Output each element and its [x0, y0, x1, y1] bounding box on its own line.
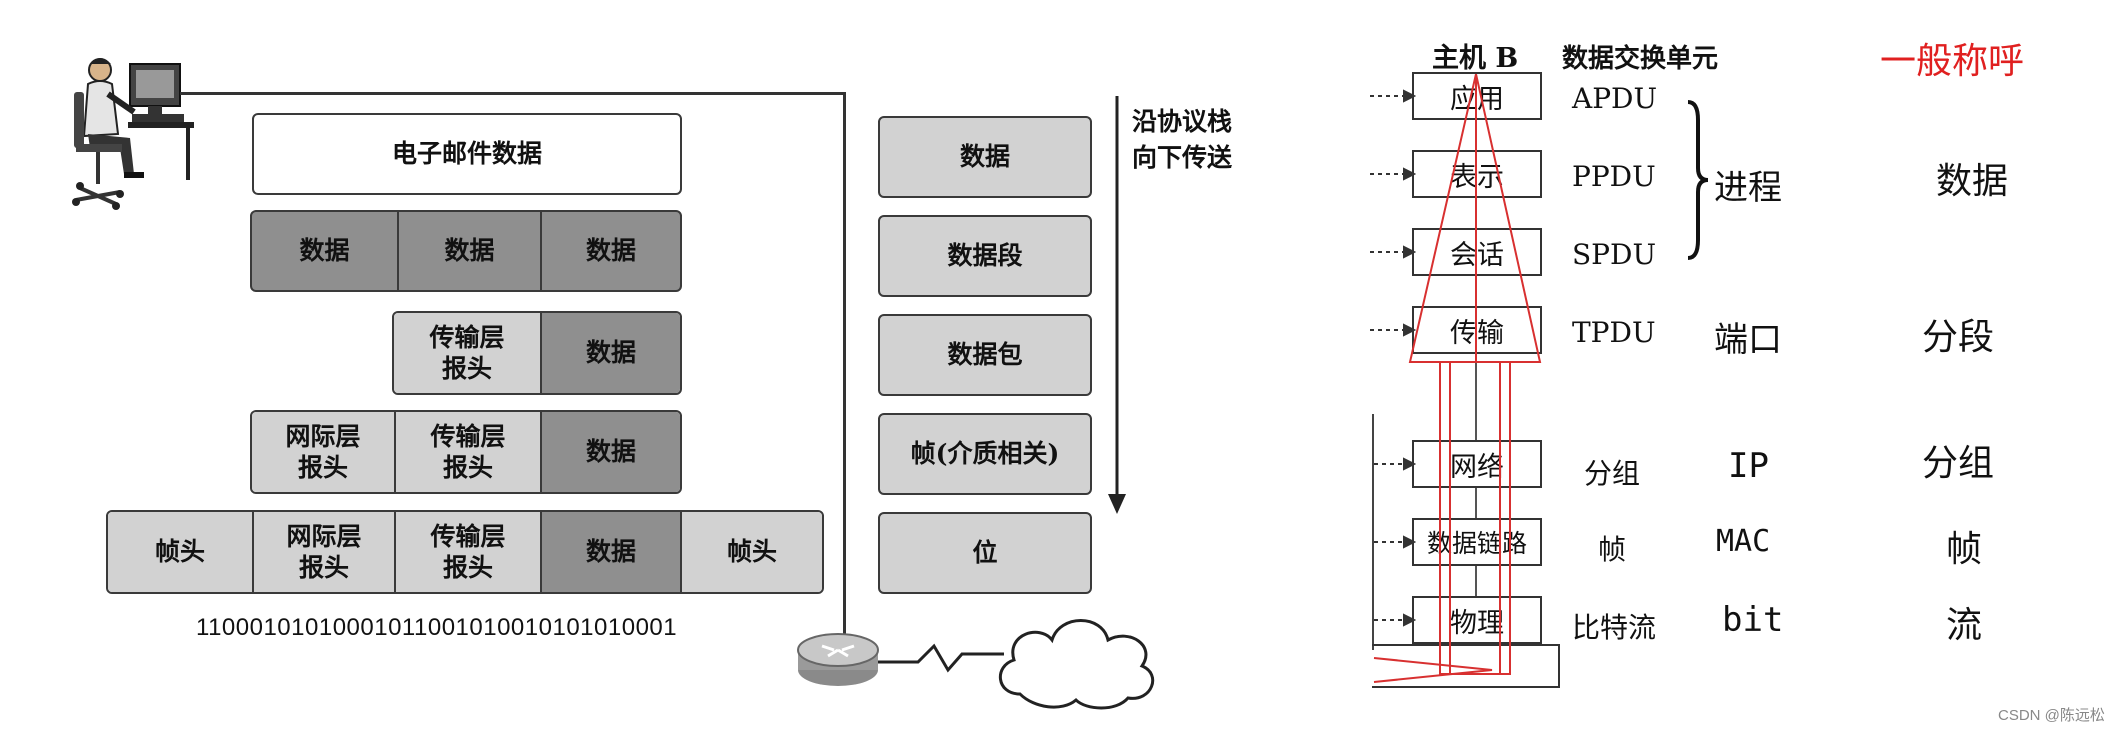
encapsulation-cone — [1373, 74, 1542, 683]
data-segment: 数据 — [397, 212, 540, 290]
unit-frame: 帧 — [1598, 533, 1627, 566]
unit-packet: 分组 — [1584, 457, 1641, 490]
common-packet: 分组 — [1922, 443, 1995, 484]
pdu-frame: 帧(介质相关) — [878, 413, 1092, 495]
unit-ppdu: PPDU — [1572, 160, 1656, 193]
unit-header: 数据交换单元 — [1562, 44, 1719, 74]
left-border-line — [1372, 414, 1374, 650]
arrow-label-line1: 沿协议栈 — [1132, 107, 1233, 136]
pdu-segment: 数据段 — [878, 215, 1092, 297]
network-cable-vertical — [843, 92, 846, 652]
frame-header: 帧头 — [108, 512, 252, 592]
data-split-row: 数据 数据 数据 — [250, 210, 682, 292]
data-payload: 数据 — [540, 512, 680, 592]
data-payload: 数据 — [540, 313, 680, 393]
common-name-header: 一般称呼 — [1880, 41, 2025, 82]
data-segment: 数据 — [299, 236, 350, 266]
packet-row: 网际层 报头 传输层 报头 数据 — [250, 410, 682, 494]
transport-header: 传输层 报头 — [394, 313, 540, 393]
network-header: 网际层 报头 — [252, 512, 394, 592]
arrow-label-line2: 向下传送 — [1132, 143, 1233, 172]
term-bit: bit — [1722, 600, 1784, 640]
common-segment: 分段 — [1922, 317, 1995, 358]
bracket-icon — [1687, 100, 1709, 260]
unit-spdu: SPDU — [1572, 238, 1657, 271]
unit-tpdu: TPDU — [1572, 316, 1656, 349]
transport-header: 传输层 报头 — [394, 512, 540, 592]
layer-network: 网络 — [1412, 440, 1542, 488]
unit-bitstream: 比特流 — [1572, 611, 1657, 644]
email-data-box: 电子邮件数据 — [252, 113, 682, 195]
cloud-icon — [998, 619, 1155, 710]
pdu-packet: 数据包 — [878, 314, 1092, 396]
router-icon — [797, 633, 879, 686]
data-segment: 数据 — [540, 212, 680, 290]
segment-row: 传输层 报头 数据 — [392, 311, 682, 395]
transport-header: 传输层 报头 — [394, 412, 540, 492]
wan-link-icon — [878, 643, 1004, 673]
term-port: 端口 — [1714, 320, 1782, 360]
common-stream: 流 — [1946, 605, 1983, 646]
host-b-header: 主机 B — [1432, 43, 1519, 74]
bracket-process-label: 进程 — [1714, 168, 1782, 208]
data-payload: 数据 — [540, 412, 680, 492]
term-mac: MAC — [1716, 524, 1771, 559]
watermark: CSDN @陈远松 — [1998, 707, 2105, 724]
unit-apdu: APDU — [1572, 82, 1658, 115]
base-box — [1372, 644, 1560, 688]
user-at-computer-icon — [72, 58, 194, 210]
common-data: 数据 — [1936, 161, 2009, 202]
network-cable-horizontal — [180, 92, 845, 95]
bitstream-text: 11000101010001011001010010101010001 — [196, 614, 678, 641]
common-frame: 帧 — [1946, 529, 1983, 570]
network-header: 网际层 报头 — [252, 412, 394, 492]
pdu-bits: 位 — [878, 512, 1092, 594]
term-ip: IP — [1728, 446, 1769, 486]
pdu-data: 数据 — [878, 116, 1092, 198]
input-arrows — [1370, 89, 1416, 627]
frame-trailer: 帧头 — [680, 512, 822, 592]
frame-row: 帧头 网际层 报头 传输层 报头 数据 帧头 — [106, 510, 824, 594]
down-arrow-icon — [1108, 96, 1126, 514]
